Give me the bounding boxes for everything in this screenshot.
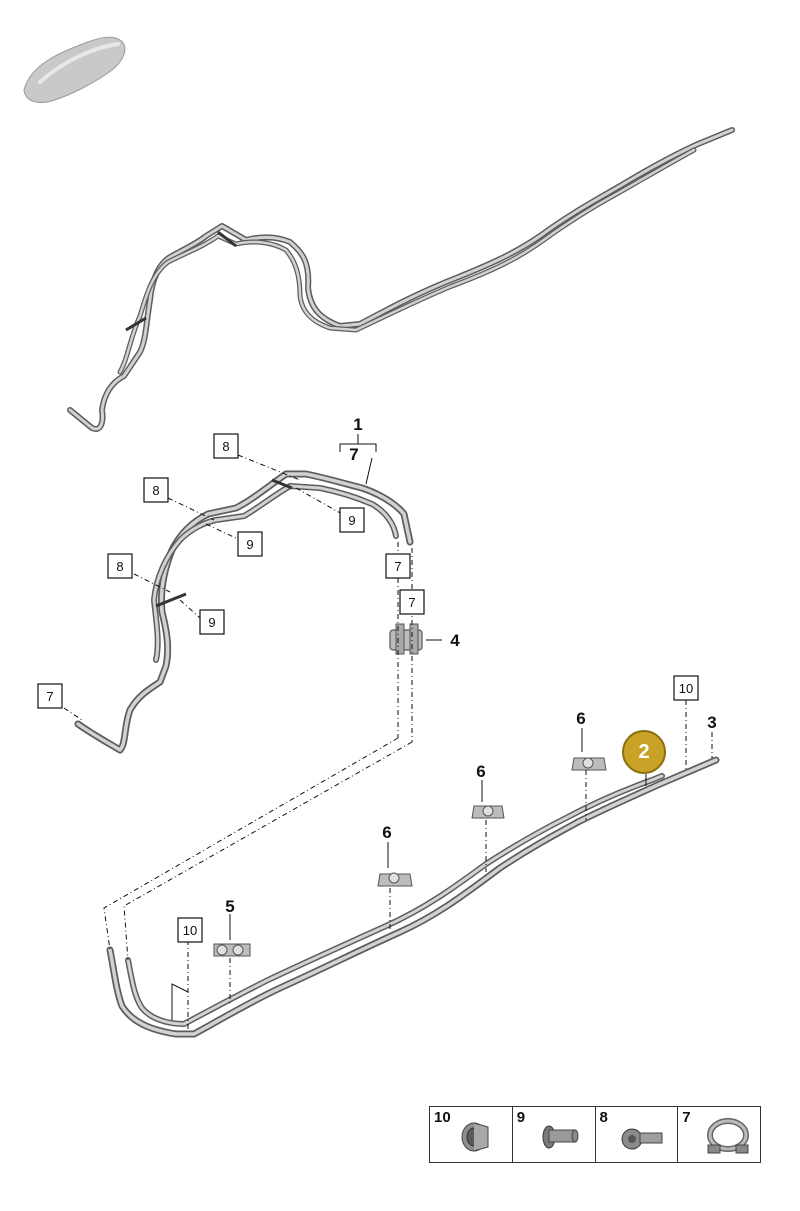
- car-silhouette-icon: [23, 36, 126, 103]
- legend-cell-9: 9: [513, 1107, 596, 1162]
- hardware-legend-table: 10 9 8 7: [429, 1106, 761, 1163]
- label-part-5: 5: [225, 897, 234, 916]
- clamp-icon: [707, 1118, 750, 1154]
- svg-text:7: 7: [408, 595, 415, 610]
- box-7c: 7: [37, 683, 63, 709]
- label-part-4: 4: [450, 631, 460, 650]
- label-part-6c: 6: [576, 709, 585, 728]
- svg-text:10: 10: [679, 681, 693, 696]
- label-part-3: 3: [707, 713, 716, 732]
- clip-6a-part: [377, 872, 413, 887]
- legend-cell-8: 8: [596, 1107, 679, 1162]
- box-9a: 9: [339, 507, 365, 533]
- svg-text:8: 8: [116, 559, 123, 574]
- legend-number: 9: [516, 1109, 526, 1126]
- sleeve-icon: [461, 1122, 489, 1152]
- label-part-6b: 6: [476, 762, 485, 781]
- label-part-7-top: 7: [349, 445, 358, 464]
- legend-number: 10: [434, 1109, 451, 1126]
- legend-cell-7: 7: [678, 1107, 760, 1162]
- box-7a: 7: [385, 553, 411, 579]
- box-10a: 10: [673, 675, 699, 701]
- label-part-6a: 6: [382, 823, 391, 842]
- clip-6c-part: [571, 757, 607, 771]
- screw-icon: [621, 1128, 662, 1150]
- box-9b: 9: [237, 531, 263, 557]
- legend-number: 7: [682, 1109, 691, 1126]
- svg-text:9: 9: [246, 537, 253, 552]
- svg-text:7: 7: [46, 689, 53, 704]
- box-7b: 7: [399, 589, 425, 615]
- box-8b: 8: [143, 477, 169, 503]
- lower-pipe-assembly: [106, 756, 720, 1038]
- svg-text:8: 8: [222, 439, 229, 454]
- box-8c: 8: [107, 553, 133, 579]
- upper-pipe-assembly: [74, 470, 414, 754]
- bolt-icon: [542, 1125, 579, 1149]
- leader-lines: [63, 434, 713, 1030]
- svg-text:8: 8: [152, 483, 159, 498]
- svg-text:9: 9: [348, 513, 355, 528]
- clip-5-part: [213, 943, 251, 957]
- box-9c: 9: [199, 609, 225, 635]
- overview-pipe-assembly: [67, 127, 735, 432]
- svg-text:7: 7: [394, 559, 401, 574]
- svg-text:9: 9: [208, 615, 215, 630]
- box-8a: 8: [213, 433, 239, 459]
- clip-6b-part: [471, 805, 505, 819]
- highlight-badge-part-2[interactable]: 2: [622, 730, 666, 774]
- legend-number: 8: [599, 1109, 608, 1126]
- svg-text:10: 10: [183, 923, 197, 938]
- label-part-1: 1: [353, 415, 362, 434]
- clip-4-part: [389, 623, 423, 655]
- legend-cell-10: 10: [430, 1107, 513, 1162]
- box-10b: 10: [177, 917, 203, 943]
